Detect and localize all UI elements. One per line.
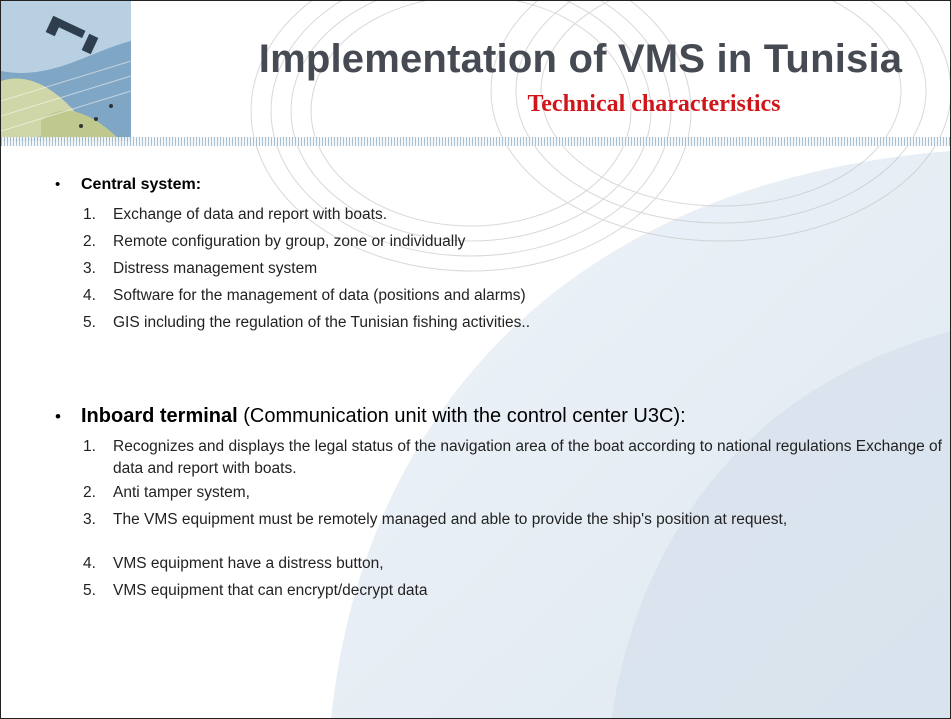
item-text: Exchange of data and report with boats. bbox=[113, 206, 388, 223]
list-item: 5. GIS including the regulation of the Tu… bbox=[83, 310, 530, 337]
numbered-list: 1. Exchange of data and report with boats… bbox=[83, 202, 530, 337]
section-heading-suffix: (Communication unit with the control cen… bbox=[237, 405, 686, 427]
item-number: 3. bbox=[83, 511, 96, 528]
list-item: 5. VMS equipment that can encrypt/decrypt… bbox=[83, 578, 945, 605]
banner-image bbox=[1, 1, 131, 141]
item-text: GIS including the regulation of the Tuni… bbox=[113, 314, 531, 331]
section-central-system: • Central system: 1. Exchange of data and… bbox=[55, 176, 530, 337]
item-number: 1. bbox=[83, 206, 96, 223]
list-item: 4. Software for the management of data (p… bbox=[83, 283, 530, 310]
bullet-icon: • bbox=[55, 407, 61, 426]
item-text: The VMS equipment must be remotely manag… bbox=[113, 511, 788, 528]
section-inboard-terminal: • Inboard terminal (Communication unit w… bbox=[55, 405, 945, 605]
item-number: 4. bbox=[83, 287, 96, 304]
list-item: 2. Remote configuration by group, zone or… bbox=[83, 229, 530, 256]
list-item: 3. Distress management system bbox=[83, 256, 530, 283]
list-item: 1. Recognizes and displays the legal stat… bbox=[83, 436, 945, 480]
bullet-heading-row: • Central system: bbox=[55, 176, 530, 194]
item-number: 3. bbox=[83, 260, 96, 277]
list-item: 3. The VMS equipment must be remotely man… bbox=[83, 507, 945, 551]
item-text: Recognizes and displays the legal status… bbox=[113, 438, 942, 477]
item-text: Software for the management of data (pos… bbox=[113, 287, 526, 304]
list-item: 2. Anti tamper system, bbox=[83, 480, 945, 507]
section-heading: Central system: bbox=[81, 176, 202, 193]
item-text: Remote configuration by group, zone or i… bbox=[113, 233, 466, 250]
list-item: 4. VMS equipment have a distress button, bbox=[83, 551, 945, 578]
numbered-list: 1. Recognizes and displays the legal stat… bbox=[83, 436, 945, 605]
item-number: 5. bbox=[83, 582, 96, 599]
item-text: Anti tamper system, bbox=[113, 484, 250, 501]
item-text: VMS equipment that can encrypt/decrypt d… bbox=[113, 582, 428, 599]
section-heading: Inboard terminal bbox=[81, 405, 238, 427]
item-number: 1. bbox=[83, 438, 96, 455]
slide-title: Implementation of VMS in Tunisia bbox=[258, 37, 903, 81]
item-number: 4. bbox=[83, 555, 96, 572]
bullet-heading-row: • Inboard terminal (Communication unit w… bbox=[55, 405, 945, 428]
header-stripe-divider bbox=[1, 137, 950, 146]
item-text: Distress management system bbox=[113, 260, 318, 277]
item-text: VMS equipment have a distress button, bbox=[113, 555, 384, 572]
item-number: 2. bbox=[83, 233, 96, 250]
item-number: 5. bbox=[83, 314, 96, 331]
item-number: 2. bbox=[83, 484, 96, 501]
list-item: 1. Exchange of data and report with boats… bbox=[83, 202, 530, 229]
bullet-icon: • bbox=[55, 176, 61, 193]
slide-subtitle: Technical characteristics bbox=[527, 91, 781, 117]
